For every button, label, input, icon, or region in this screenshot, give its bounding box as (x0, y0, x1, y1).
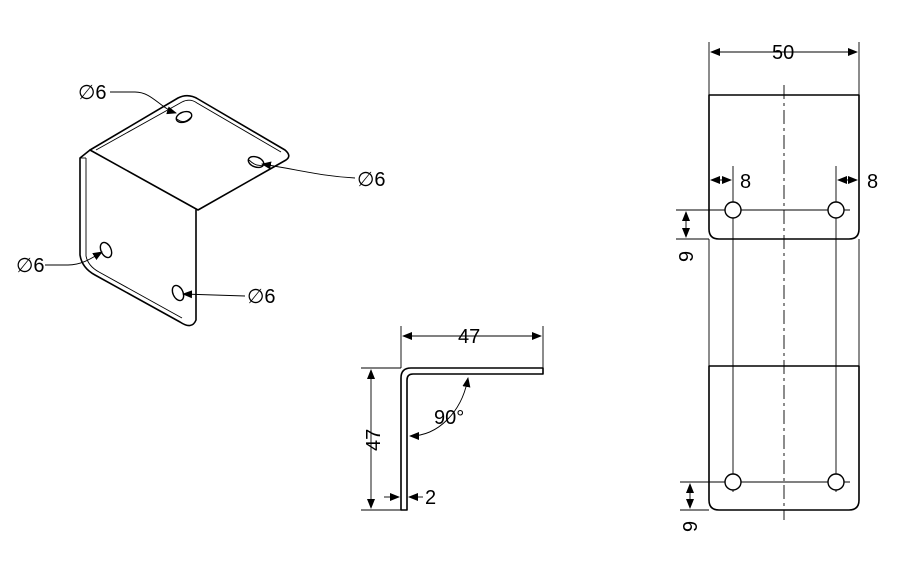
iso-hole (247, 155, 265, 169)
flat-view: 50 8 8 9 9 (676, 42, 878, 532)
side-view: 47 47 90° 2 (361, 326, 544, 511)
iso-hole (175, 110, 193, 124)
angle-label: 90° (434, 407, 464, 429)
iso-hole (171, 284, 185, 302)
leader-line (182, 290, 246, 299)
right-offset-label: 8 (867, 171, 878, 193)
hole-diameter-label: ∅6 (16, 255, 45, 277)
iso-hole (99, 241, 113, 259)
flat-hole (827, 473, 845, 491)
flat-hole (724, 473, 742, 491)
width-dimension-label: 47 (458, 326, 480, 348)
width-dimension-label: 50 (772, 42, 794, 64)
leader-line (110, 91, 177, 115)
isometric-view: ∅6 ∅6 ∅6 ∅6 (16, 82, 386, 327)
leader-line (261, 161, 356, 179)
top-hole-offset-label: 9 (676, 251, 698, 262)
bottom-hole-offset-label: 9 (680, 521, 702, 532)
flat-hole (724, 201, 742, 219)
hole-diameter-label: ∅6 (78, 82, 107, 104)
angle-arc (409, 377, 471, 440)
flat-hole (827, 201, 845, 219)
leader-line (45, 251, 103, 266)
left-offset-label: 8 (740, 171, 751, 193)
hole-diameter-label: ∅6 (357, 169, 386, 191)
hole-diameter-label: ∅6 (247, 286, 276, 308)
height-dimension-label: 47 (363, 429, 385, 451)
thickness-label: 2 (425, 487, 436, 509)
